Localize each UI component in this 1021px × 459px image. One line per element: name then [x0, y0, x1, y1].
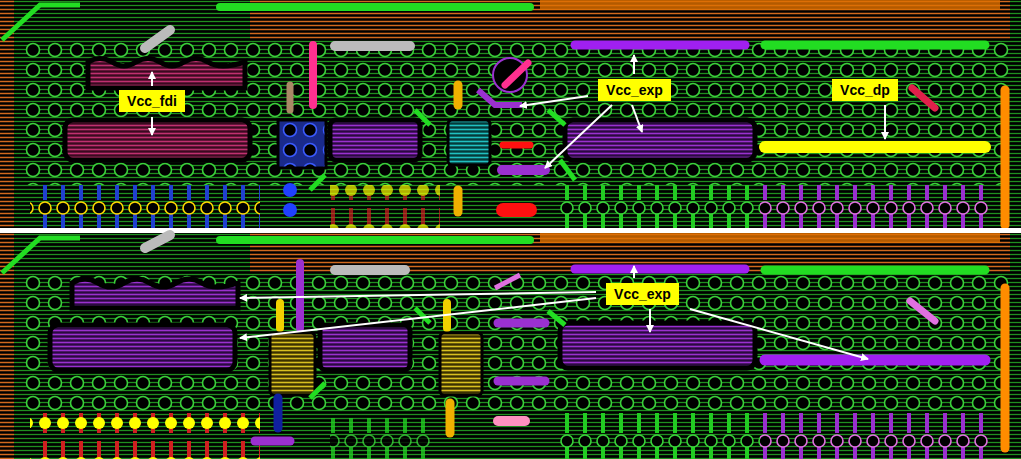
net-name: Vcc_exp [614, 287, 671, 301]
top-layer [0, 0, 1021, 228]
callout-label: Vcc_exp [598, 79, 671, 101]
net-name: Vcc_fdi [127, 94, 177, 108]
net-name: Vcc_dp [840, 83, 890, 97]
callout-label: Vcc_fdi [119, 90, 185, 112]
net-name: Vcc_exp [606, 83, 663, 97]
callout-label: Vcc_dp [832, 79, 898, 101]
callout-label: Vcc_exp [606, 283, 679, 305]
bottom-layer [0, 233, 1021, 459]
separator [0, 228, 1021, 233]
leader-arrows [152, 55, 885, 359]
